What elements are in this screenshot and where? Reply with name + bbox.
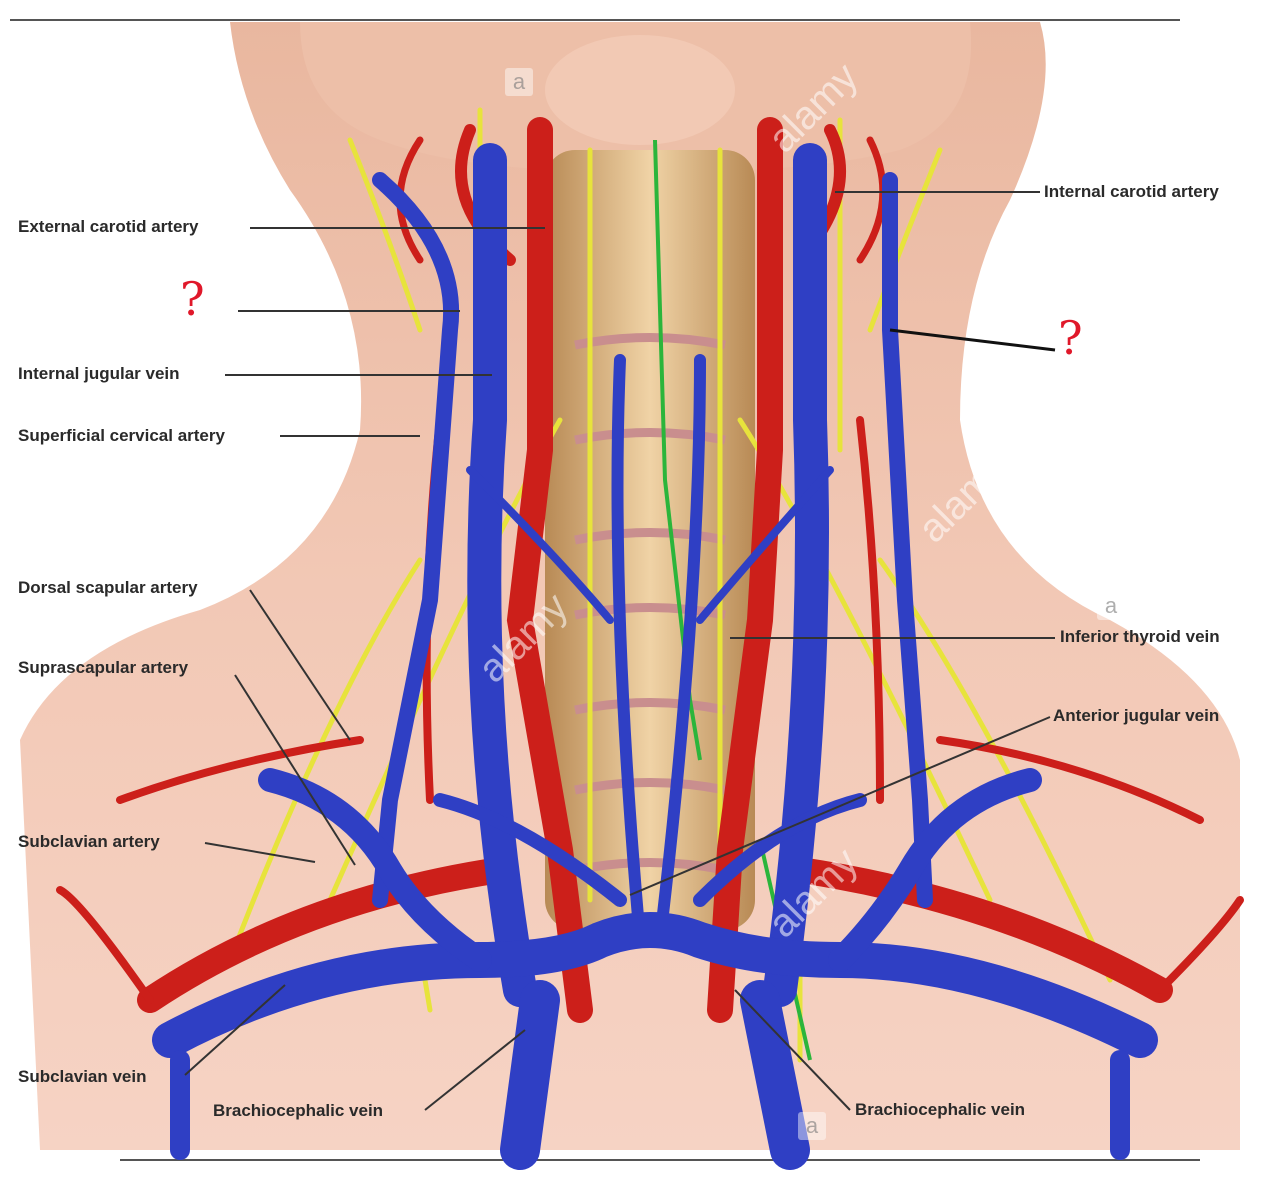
- watermark-badge: a: [505, 68, 533, 96]
- label-internal-jugular-vein: Internal jugular vein: [18, 364, 180, 383]
- label-dorsal-scapular-artery: Dorsal scapular artery: [18, 578, 198, 597]
- label-subclavian-vein: Subclavian vein: [18, 1067, 147, 1086]
- question-mark-left: ?: [180, 272, 205, 326]
- label-external-carotid-artery: External carotid artery: [18, 217, 199, 236]
- label-subclavian-artery: Subclavian artery: [18, 832, 160, 851]
- watermark-badge: a: [798, 1112, 826, 1140]
- label-brachiocephalic-vein-left: Brachiocephalic vein: [213, 1101, 384, 1120]
- veins: [152, 143, 1158, 1170]
- leader-lines: [184, 191, 1055, 1111]
- green-nerve: [653, 139, 702, 761]
- label-superficial-cervical-artery: Superficial cervical artery: [18, 426, 225, 445]
- label-internal-carotid-artery: Internal carotid artery: [1044, 182, 1219, 201]
- handdrawn-leader-right: [889, 328, 1056, 352]
- nose-tip: [545, 35, 735, 145]
- label-suprascapular-artery: Suprascapular artery: [18, 658, 189, 677]
- label-brachiocephalic-vein-right: Brachiocephalic vein: [855, 1100, 1026, 1119]
- label-inferior-thyroid-vein: Inferior thyroid vein: [1060, 627, 1220, 646]
- label-anterior-jugular-vein: Anterior jugular vein: [1053, 706, 1220, 725]
- question-mark-right: ?: [1058, 311, 1083, 365]
- watermark-badge: a: [1097, 592, 1125, 620]
